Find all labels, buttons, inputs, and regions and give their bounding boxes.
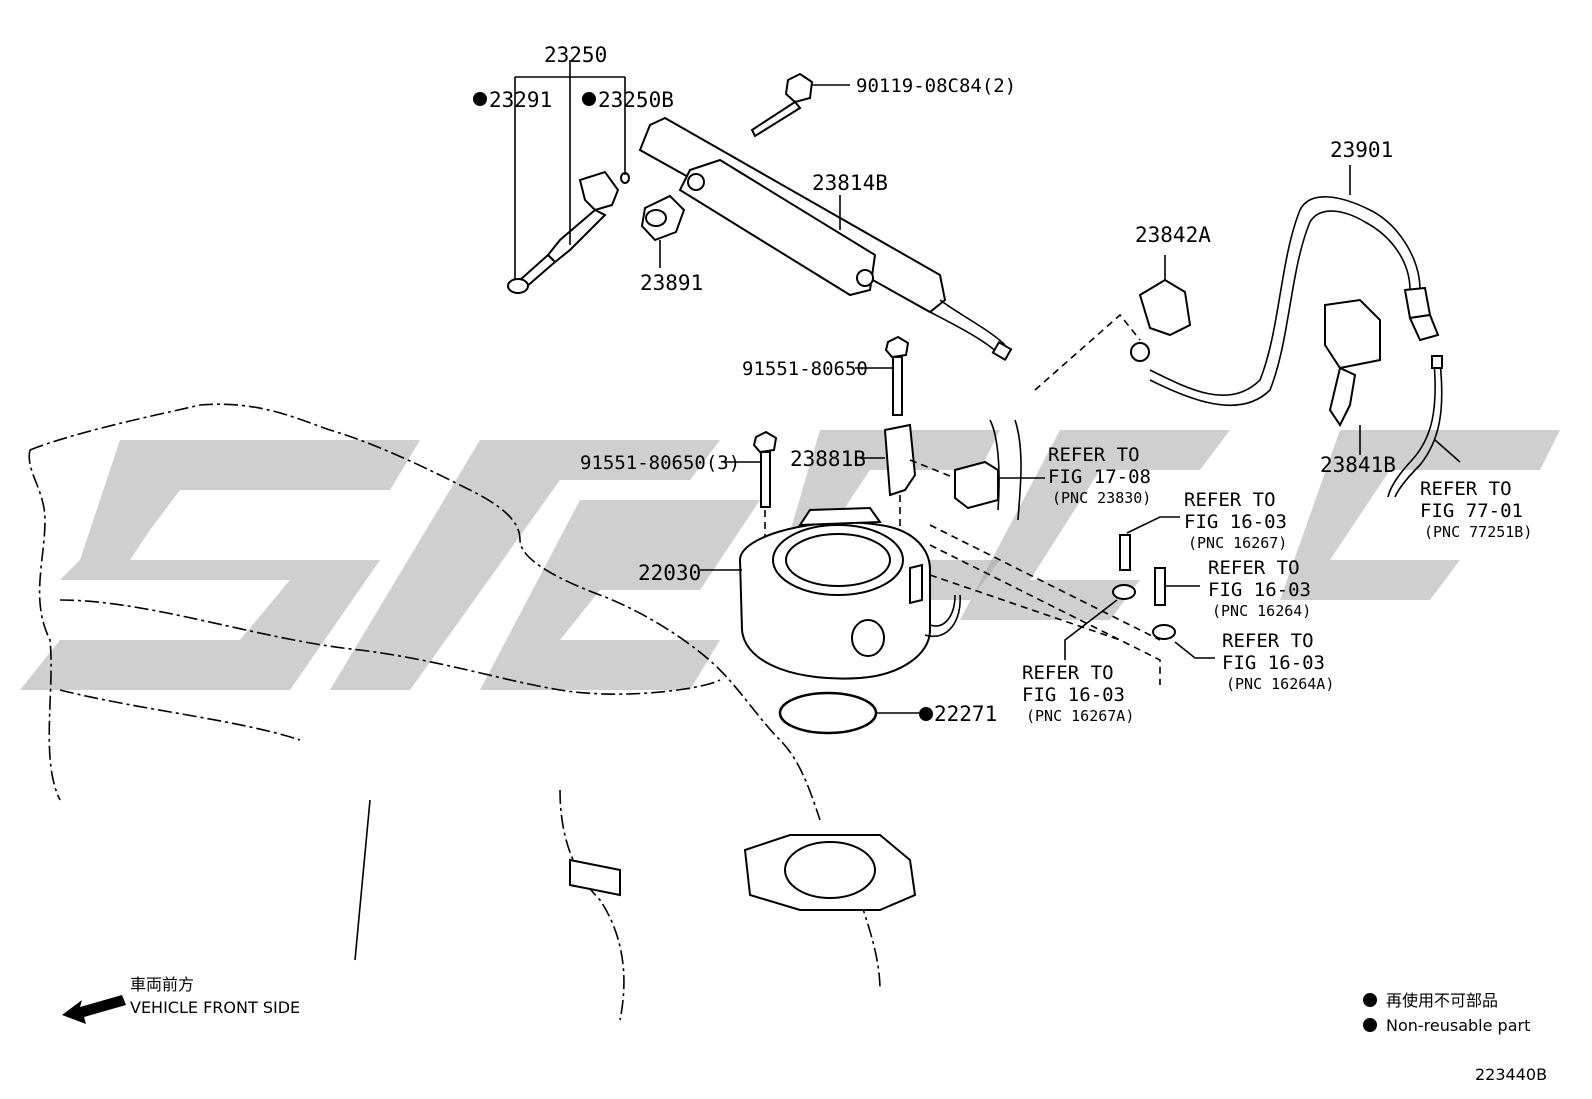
label-23842a: 23842A — [1135, 223, 1211, 247]
legend-dot-icon — [1363, 1018, 1377, 1032]
label-23250: 23250 — [544, 43, 607, 67]
svg-text:REFER TO: REFER TO — [1184, 489, 1276, 511]
svg-text:(PNC 16264): (PNC 16264) — [1212, 602, 1311, 620]
figure-id: 223440B — [1475, 1065, 1547, 1084]
svg-text:(PNC 16267): (PNC 16267) — [1188, 534, 1287, 552]
bolt-91551-upper — [855, 335, 910, 416]
delivery-pipe-23814b — [638, 116, 1013, 362]
label-23881b: 23881B — [790, 447, 866, 471]
label-23291: 23291 — [489, 88, 552, 112]
label-90119: 90119-08C84(2) — [856, 75, 1016, 97]
svg-text:(PNC 16267A): (PNC 16267A) — [1026, 707, 1134, 725]
refer-fig-16-03-16264a: REFER TO FIG 16-03 (PNC 16264A) — [1222, 630, 1334, 693]
label-23891: 23891 — [640, 271, 703, 295]
direction-label-en: VEHICLE FRONT SIDE — [130, 998, 300, 1017]
watermark-logo — [20, 430, 1560, 690]
vehicle-front-arrow-icon — [62, 995, 126, 1024]
label-23841b: 23841B — [1320, 453, 1396, 477]
intake-flange — [569, 834, 917, 911]
label-23250b: 23250B — [598, 88, 674, 112]
label-23901: 23901 — [1330, 138, 1393, 162]
svg-text:FIG 16-03: FIG 16-03 — [1222, 652, 1325, 674]
legend-label-en: Non-reusable part — [1386, 1016, 1530, 1035]
refer-fig-16-03-16267: REFER TO FIG 16-03 (PNC 16267) — [1184, 489, 1287, 552]
reference-leaders — [929, 516, 1215, 685]
connector-17-08 — [954, 419, 1045, 521]
svg-text:FIG 77-01: FIG 77-01 — [1420, 500, 1523, 522]
fuel-hose-23901 — [1130, 165, 1440, 406]
svg-text:REFER TO: REFER TO — [1208, 557, 1300, 579]
svg-text:(PNC 23830): (PNC 23830) — [1052, 489, 1151, 507]
direction-label-jp: 車両前方 — [130, 975, 194, 994]
spacer-23891 — [640, 194, 686, 268]
bolt-90119 — [750, 72, 850, 138]
label-22030: 22030 — [638, 561, 701, 585]
non-reusable-dot-icon — [473, 92, 487, 106]
refer-fig-77-01: REFER TO FIG 77-01 (PNC 77251B) — [1420, 478, 1532, 541]
refer-fig-16-03-16264: REFER TO FIG 16-03 (PNC 16264) — [1208, 557, 1311, 620]
label-22271: 22271 — [934, 702, 997, 726]
svg-text:REFER TO: REFER TO — [1048, 444, 1140, 466]
svg-text:FIG 16-03: FIG 16-03 — [1184, 511, 1287, 533]
refer-fig-16-03-16267a: REFER TO FIG 16-03 (PNC 16267A) — [1022, 662, 1134, 725]
hose-77-01 — [1387, 355, 1461, 498]
throttle-body-22030 — [700, 506, 961, 680]
refer-fig-17-08: REFER TO FIG 17-08 (PNC 23830) — [1048, 444, 1151, 507]
non-reusable-dot-icon — [919, 707, 933, 721]
svg-text:(PNC 16264A): (PNC 16264A) — [1226, 675, 1334, 693]
bracket-23881b — [860, 423, 961, 560]
bolt-91551-lower — [724, 430, 778, 580]
svg-text:(PNC 77251B): (PNC 77251B) — [1424, 523, 1532, 541]
sensor-23841b — [1324, 298, 1381, 455]
svg-text:FIG 17-08: FIG 17-08 — [1048, 466, 1151, 488]
label-91551-lower: 91551-80650(3) — [580, 452, 740, 474]
label-23814b: 23814B — [812, 171, 888, 195]
gasket-22271 — [778, 691, 920, 735]
svg-text:REFER TO: REFER TO — [1022, 662, 1114, 684]
injector-23250 — [507, 60, 630, 294]
svg-text:REFER TO: REFER TO — [1222, 630, 1314, 652]
svg-text:FIG 16-03: FIG 16-03 — [1022, 684, 1125, 706]
legend-label-jp: 再使用不可部品 — [1386, 991, 1498, 1010]
non-reusable-dot-icon — [582, 92, 596, 106]
label-91551-upper: 91551-80650 — [742, 358, 868, 380]
legend-dot-icon — [1363, 993, 1377, 1007]
svg-text:FIG 16-03: FIG 16-03 — [1208, 579, 1311, 601]
svg-text:REFER TO: REFER TO — [1420, 478, 1512, 500]
clamp-23842a — [1034, 255, 1192, 391]
